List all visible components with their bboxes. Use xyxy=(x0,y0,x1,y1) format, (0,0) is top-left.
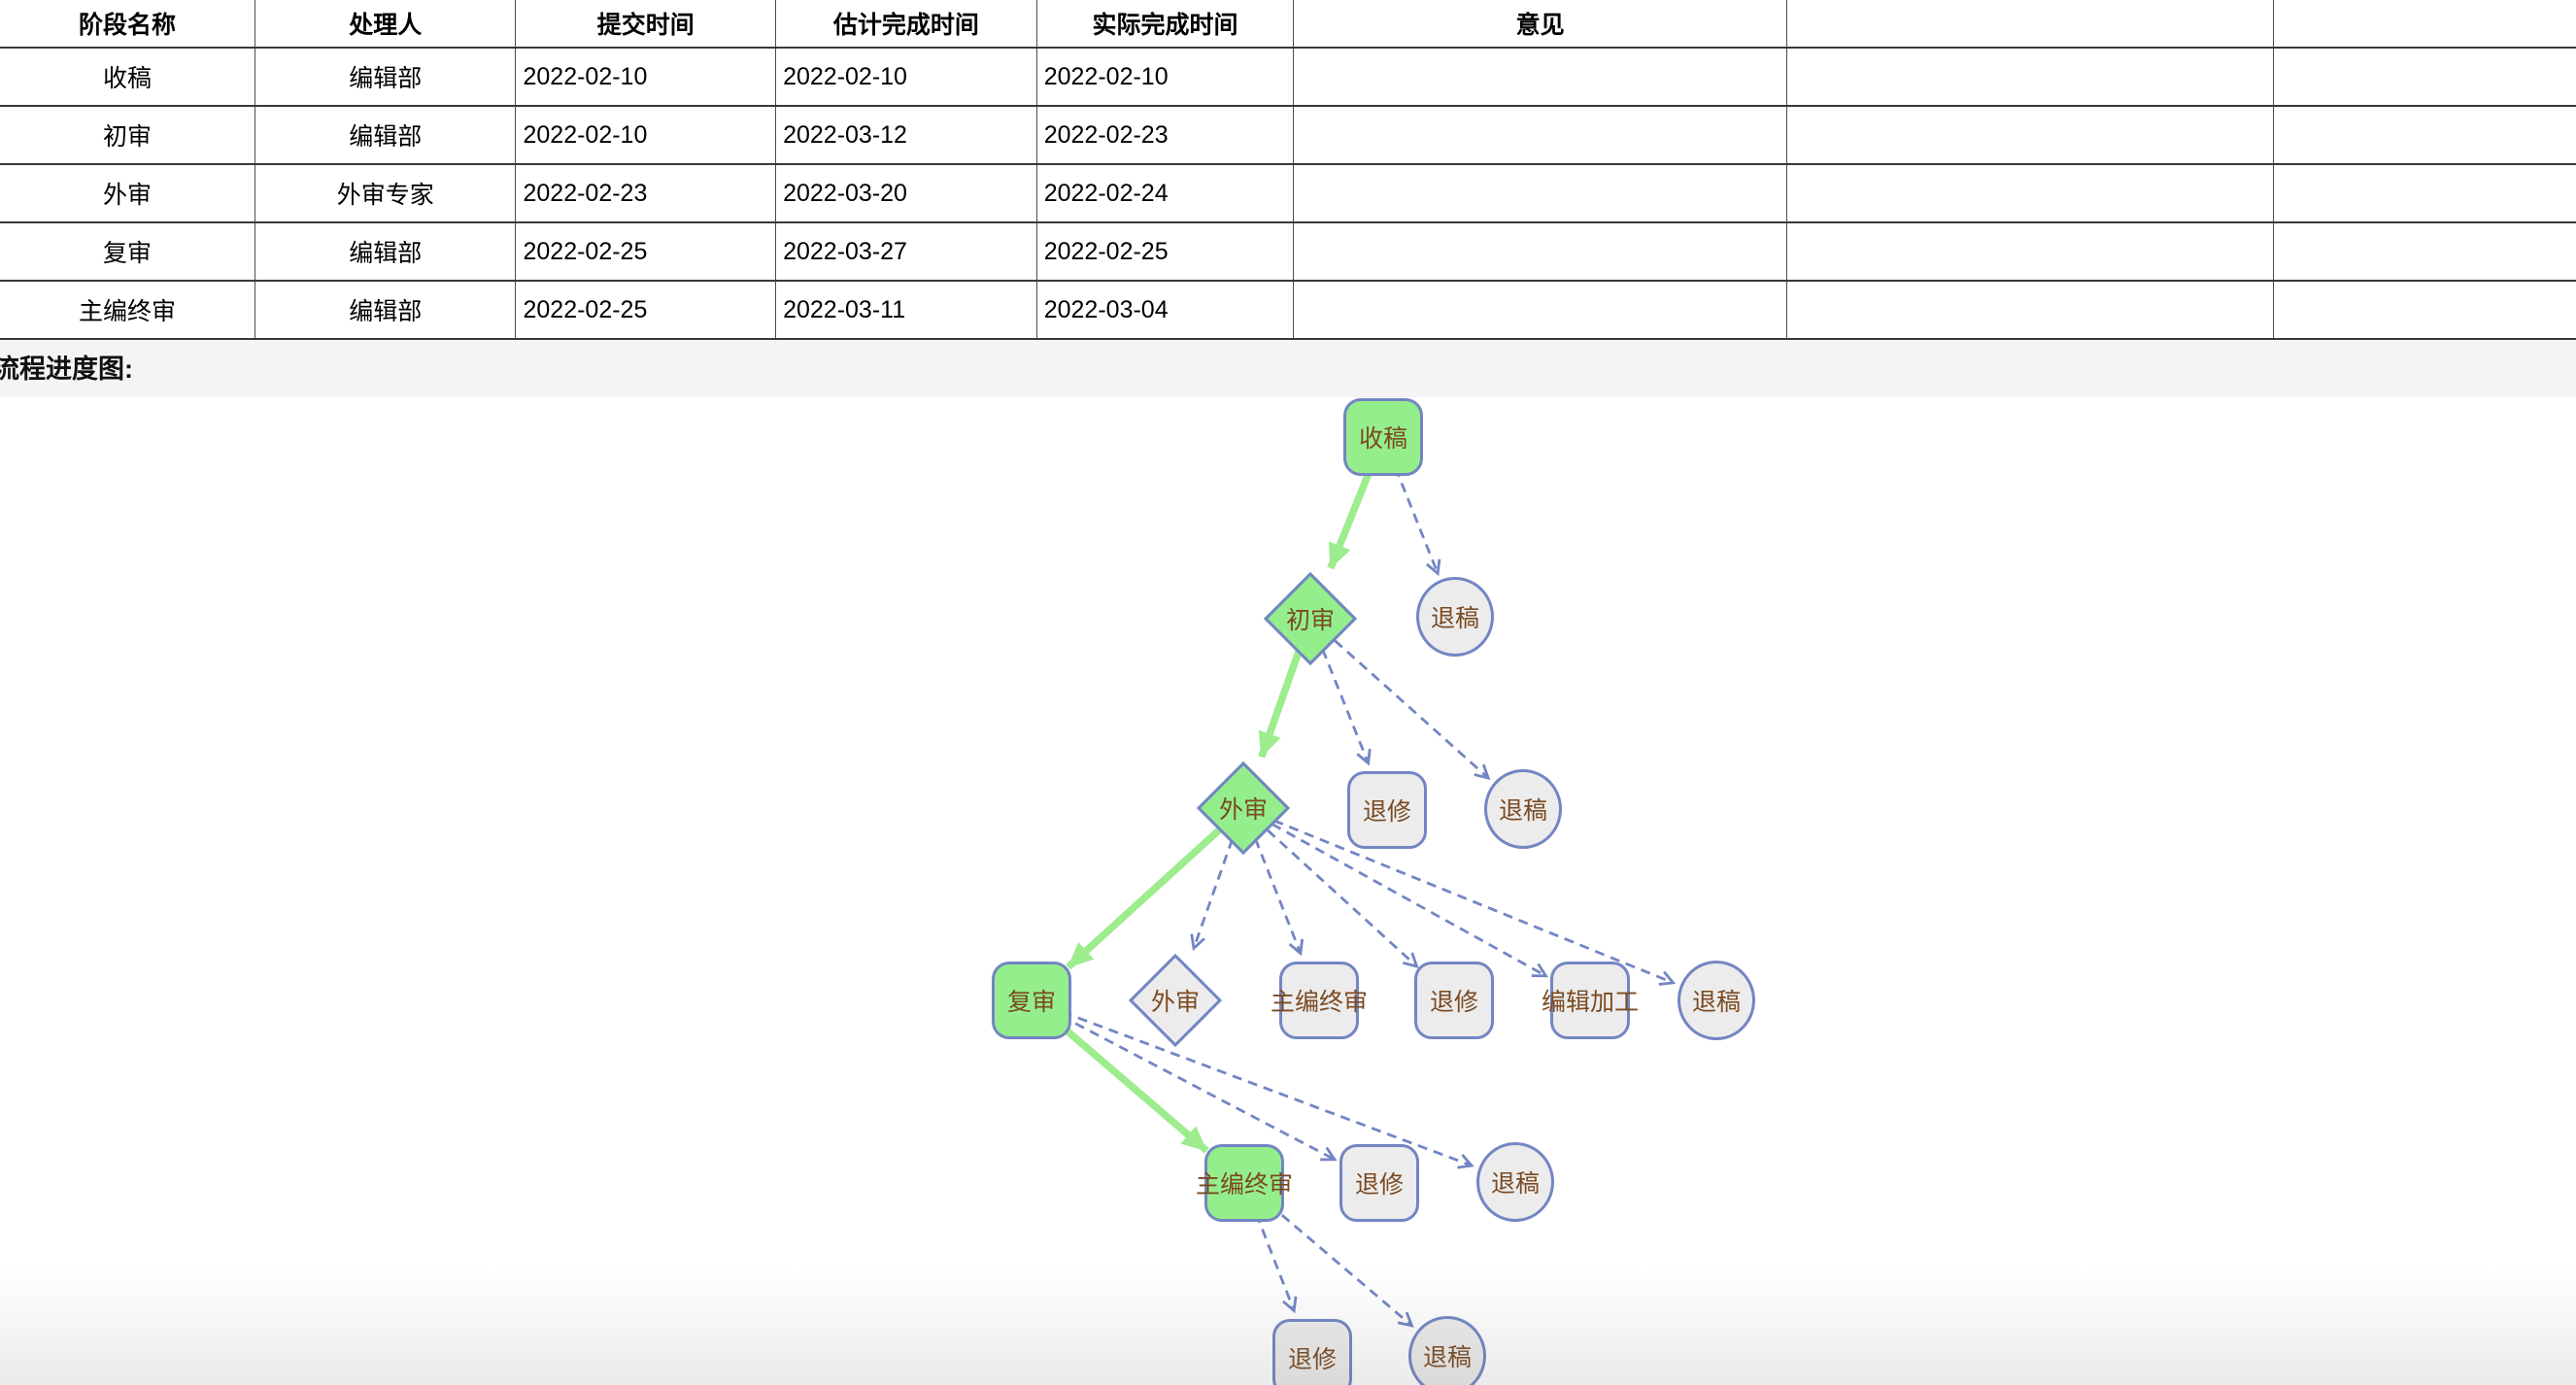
flow-node-label: 外审 xyxy=(1150,989,1201,1016)
cell xyxy=(1293,281,1787,340)
flow-node-label: 退稿 xyxy=(1490,1170,1540,1198)
section-band: 流程进度图: xyxy=(0,341,2576,397)
flow-node-label: 外审 xyxy=(1218,796,1269,824)
cell: 复审 xyxy=(0,222,255,282)
cell: 收稿 xyxy=(0,48,255,107)
flow-node-tuixiu2: 退修 xyxy=(1414,962,1494,1039)
cell: 外审专家 xyxy=(254,164,517,223)
cell xyxy=(2273,222,2576,282)
cell: 主编终审 xyxy=(0,281,255,340)
cell: 外审 xyxy=(0,164,255,223)
cell: 2022-02-10 xyxy=(775,48,1037,107)
flow-node-chushen: 初审 xyxy=(1263,571,1358,666)
cell: 2022-02-25 xyxy=(515,281,777,340)
cell xyxy=(2273,281,2576,340)
header-cell: 提交时间 xyxy=(515,0,777,49)
cell: 2022-02-23 xyxy=(1036,106,1295,165)
cell: 2022-02-10 xyxy=(515,48,777,107)
cell: 2022-03-12 xyxy=(775,106,1037,165)
cell: 2022-02-10 xyxy=(515,106,777,165)
header-cell: 阶段名称 xyxy=(0,0,255,49)
flow-node-tuixiu3: 退修 xyxy=(1339,1144,1419,1222)
flow-edge-waishen-tuigao3 xyxy=(1242,806,1677,986)
section-label: 流程进度图: xyxy=(0,355,133,384)
flow-node-label: 退稿 xyxy=(1498,797,1547,825)
cell xyxy=(1293,222,1787,282)
flow-node-shougao: 收稿 xyxy=(1343,398,1423,476)
flow-node-label: 退稿 xyxy=(1422,1344,1472,1371)
flow-node-fushen: 复审 xyxy=(992,962,1071,1039)
header-cell xyxy=(1786,0,2275,49)
cell xyxy=(2273,106,2576,165)
cell xyxy=(1293,106,1787,165)
cell: 2022-02-25 xyxy=(1036,222,1295,282)
flow-node-label: 编辑加工 xyxy=(1542,989,1640,1016)
flow-node-tuigao5: 退稿 xyxy=(1408,1316,1486,1385)
cell xyxy=(1786,164,2275,223)
flow-node-label: 复审 xyxy=(1006,989,1056,1016)
cell: 2022-03-04 xyxy=(1036,281,1295,340)
cell xyxy=(1293,48,1787,107)
flow-node-bianjijiagong: 编辑加工 xyxy=(1542,962,1639,1039)
flow-node-waishen: 外审 xyxy=(1196,760,1291,856)
flow-node-tuixiu1: 退修 xyxy=(1347,771,1427,849)
flow-node-zhubian_gray: 主编终审 xyxy=(1271,962,1368,1039)
cell: 2022-02-10 xyxy=(1036,48,1295,107)
cell xyxy=(2273,164,2576,223)
flow-node-label: 收稿 xyxy=(1358,425,1407,453)
cell: 编辑部 xyxy=(254,281,517,340)
flow-node-waishen2: 外审 xyxy=(1128,953,1223,1048)
flow-node-label: 主编终审 xyxy=(1196,1171,1294,1199)
flow-node-label: 退稿 xyxy=(1430,605,1479,632)
flow-node-tuixiu4: 退修 xyxy=(1272,1319,1352,1385)
flow-node-zhubian: 主编终审 xyxy=(1196,1144,1293,1222)
header-cell xyxy=(2273,0,2576,49)
cell: 初审 xyxy=(0,106,255,165)
cell xyxy=(1786,48,2275,107)
cell: 2022-02-25 xyxy=(515,222,777,282)
cell: 2022-02-24 xyxy=(1036,164,1295,223)
cell xyxy=(1786,106,2275,165)
flow-edge-fushen-tuigao4 xyxy=(1031,998,1474,1169)
cell: 编辑部 xyxy=(254,106,517,165)
flow-node-label: 初审 xyxy=(1285,607,1336,634)
header-cell: 估计完成时间 xyxy=(775,0,1037,49)
flow-node-label: 退修 xyxy=(1354,1171,1404,1199)
cell xyxy=(1786,281,2275,340)
cell: 编辑部 xyxy=(254,222,517,282)
cell xyxy=(1786,222,2275,282)
flow-node-label: 退修 xyxy=(1429,989,1478,1016)
cell: 2022-03-11 xyxy=(775,281,1037,340)
cell: 2022-03-20 xyxy=(775,164,1037,223)
cell: 2022-02-23 xyxy=(515,164,777,223)
flow-node-tuigao3: 退稿 xyxy=(1678,961,1755,1040)
cell: 编辑部 xyxy=(254,48,517,107)
header-cell: 意见 xyxy=(1293,0,1787,49)
header-cell: 实际完成时间 xyxy=(1036,0,1295,49)
flow-node-tuigao2: 退稿 xyxy=(1484,769,1562,849)
flow-node-label: 退修 xyxy=(1362,798,1411,826)
cell xyxy=(1293,164,1787,223)
flow-node-label: 退修 xyxy=(1287,1346,1337,1373)
flow-node-tuigao1: 退稿 xyxy=(1416,577,1494,657)
cell: 2022-03-27 xyxy=(775,222,1037,282)
header-cell: 处理人 xyxy=(254,0,517,49)
flow-node-tuigao4: 退稿 xyxy=(1476,1142,1554,1222)
table-header-row: 阶段名称处理人提交时间估计完成时间实际完成时间意见 xyxy=(0,0,2576,49)
flow-node-label: 主编终审 xyxy=(1271,989,1369,1016)
cell xyxy=(2273,48,2576,107)
flow-node-label: 退稿 xyxy=(1691,989,1741,1016)
